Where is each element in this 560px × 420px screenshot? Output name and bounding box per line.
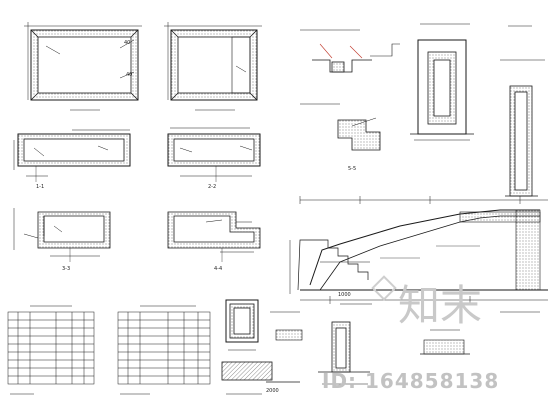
section-view-4-4 — [167, 211, 261, 262]
plan-view-2 — [164, 22, 262, 111]
stair-section — [289, 196, 548, 304]
rebar-table-2 — [117, 305, 211, 395]
watermark-logo: 知末 — [371, 275, 482, 330]
section-view-1-1 — [13, 129, 131, 182]
rebar-table-1 — [7, 305, 95, 395]
stair-detail — [300, 29, 400, 105]
dim-label-1: 40 — [124, 40, 130, 46]
section-label-3-3: 3-3 — [62, 266, 70, 272]
dim-label-1000: 1000 — [338, 292, 351, 298]
section-label-4-4: 4-4 — [214, 266, 222, 272]
dim-label-2: 40 — [126, 72, 132, 78]
section-label-5-5: 5-5 — [348, 166, 356, 172]
beam-section-detail — [221, 299, 273, 395]
plan-view-1-notes: 40 40 — [124, 40, 132, 78]
edge-profile — [500, 25, 545, 197]
column-elevation — [410, 23, 474, 141]
section-label-2-2: 2-2 — [208, 184, 216, 190]
plan-view-1 — [24, 22, 142, 111]
section-label-1-1: 1-1 — [36, 184, 44, 190]
wall-detail-5-5 — [337, 117, 381, 151]
section-view-2-2 — [167, 127, 261, 182]
section-view-3-3 — [13, 208, 111, 262]
footing-detail — [318, 303, 540, 385]
slab-detail — [266, 311, 303, 383]
dim-label-2000: 2000 — [266, 388, 279, 394]
watermark-id: ID: 164858138 — [322, 369, 499, 393]
watermark-logo-text: 知末 — [398, 281, 482, 330]
